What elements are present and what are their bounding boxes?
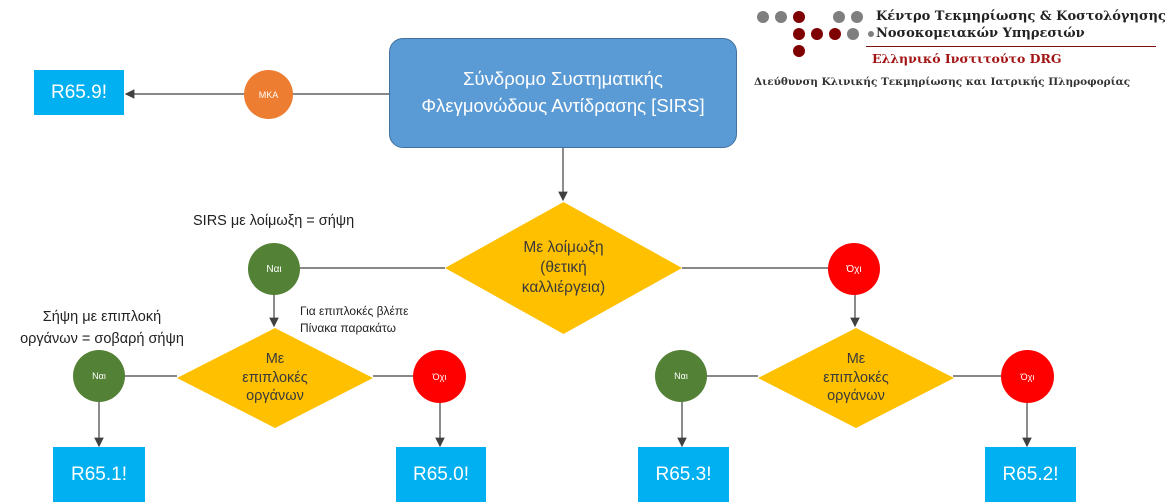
result-r650-box: R65.0! — [396, 447, 486, 502]
infection-yes-label: Ναι — [266, 263, 282, 275]
organs-right-line2: επιπλοκές — [823, 369, 889, 386]
infection-decision: Με λοίμωξη (θετική καλλιέργεια) — [445, 202, 682, 334]
sirs-title-line1: Σύνδρομο Συστηματικής — [463, 68, 663, 90]
note-severe-sepsis: Σήψη με επιπλοκή οργάνων = σοβαρή σήψη — [6, 307, 198, 351]
org-name: Κέντρο Τεκμηρίωσης & Κοστολόγησης Νοσοκο… — [876, 8, 1166, 42]
directorate-name: Διεύθυνση Κλινικής Τεκμηρίωσης και Ιατρι… — [754, 76, 1131, 88]
organs-right-no-circle: Όχι — [1001, 350, 1054, 403]
org-name-line1: Κέντρο Τεκμηρίωσης & Κοστολόγησης — [876, 9, 1166, 24]
note-severe-line2: οργάνων = σοβαρή σήψη — [20, 330, 184, 347]
organs-left-line1: Με — [265, 350, 285, 367]
organs-left-line2: επιπλοκές — [242, 369, 308, 386]
note-complications-line1: Για επιπλοκές βλέπε — [300, 304, 409, 318]
organs-left-yes-circle: Ναι — [73, 350, 125, 402]
sirs-main-box: Σύνδρομο Συστηματικής Φλεγμονώδους Αντίδ… — [389, 38, 737, 148]
infection-line3: καλλιέργεια) — [521, 279, 606, 297]
result-r659-label: R65.9! — [51, 81, 107, 103]
header-rule — [866, 46, 1156, 47]
result-r653-box: R65.3! — [638, 447, 729, 502]
result-r652-box: R65.2! — [985, 447, 1076, 502]
organs-decision-left: Με επιπλοκές οργάνων — [177, 328, 373, 428]
infection-line1: Με λοίμωξη — [523, 238, 604, 256]
org-name-line2: Νοσοκομειακών Υπηρεσιών — [876, 26, 1085, 41]
organs-right-yes-circle: Ναι — [655, 350, 707, 402]
result-r652-label: R65.2! — [1002, 463, 1059, 485]
institute-name: Ελληνικό Ινστιτούτο DRG — [872, 51, 1062, 66]
mka-circle: ΜΚΑ — [244, 70, 293, 119]
result-r650-label: R65.0! — [413, 463, 469, 485]
sirs-title-line2: Φλεγμονώδους Αντίδρασης [SIRS] — [421, 95, 705, 116]
infection-no-circle: Όχι — [828, 243, 880, 295]
organs-left-no-label: Όχι — [432, 371, 447, 382]
infection-line2: (θετική — [540, 258, 587, 276]
organs-right-no-label: Όχι — [1020, 371, 1035, 382]
result-r653-label: R65.3! — [655, 463, 712, 485]
organs-left-line3: οργάνων — [246, 388, 304, 405]
organs-left-yes-label: Ναι — [92, 371, 106, 381]
infection-no-label: Όχι — [846, 263, 862, 275]
result-r651-label: R65.1! — [71, 463, 127, 485]
infection-yes-circle: Ναι — [248, 243, 300, 295]
organs-right-line3: οργάνων — [827, 388, 885, 405]
note-severe-line1: Σήψη με επιπλοκή — [42, 309, 162, 325]
note-complications: Για επιπλοκές βλέπε Πίνακα παρακάτω — [300, 303, 408, 338]
mka-label: ΜΚΑ — [258, 89, 279, 100]
logo-dots — [757, 11, 874, 57]
note-sirs-infection: SIRS με λοίμωξη = σήψη — [193, 213, 355, 229]
organs-left-no-circle: Όχι — [413, 350, 466, 403]
organs-right-yes-label: Ναι — [674, 371, 688, 381]
organs-right-line1: Με — [846, 350, 866, 367]
result-r651-box: R65.1! — [53, 447, 145, 502]
note-complications-line2: Πίνακα παρακάτω — [300, 321, 396, 336]
result-r659-box: R65.9! — [34, 70, 124, 115]
organs-decision-right: Με επιπλοκές οργάνων — [758, 328, 954, 428]
